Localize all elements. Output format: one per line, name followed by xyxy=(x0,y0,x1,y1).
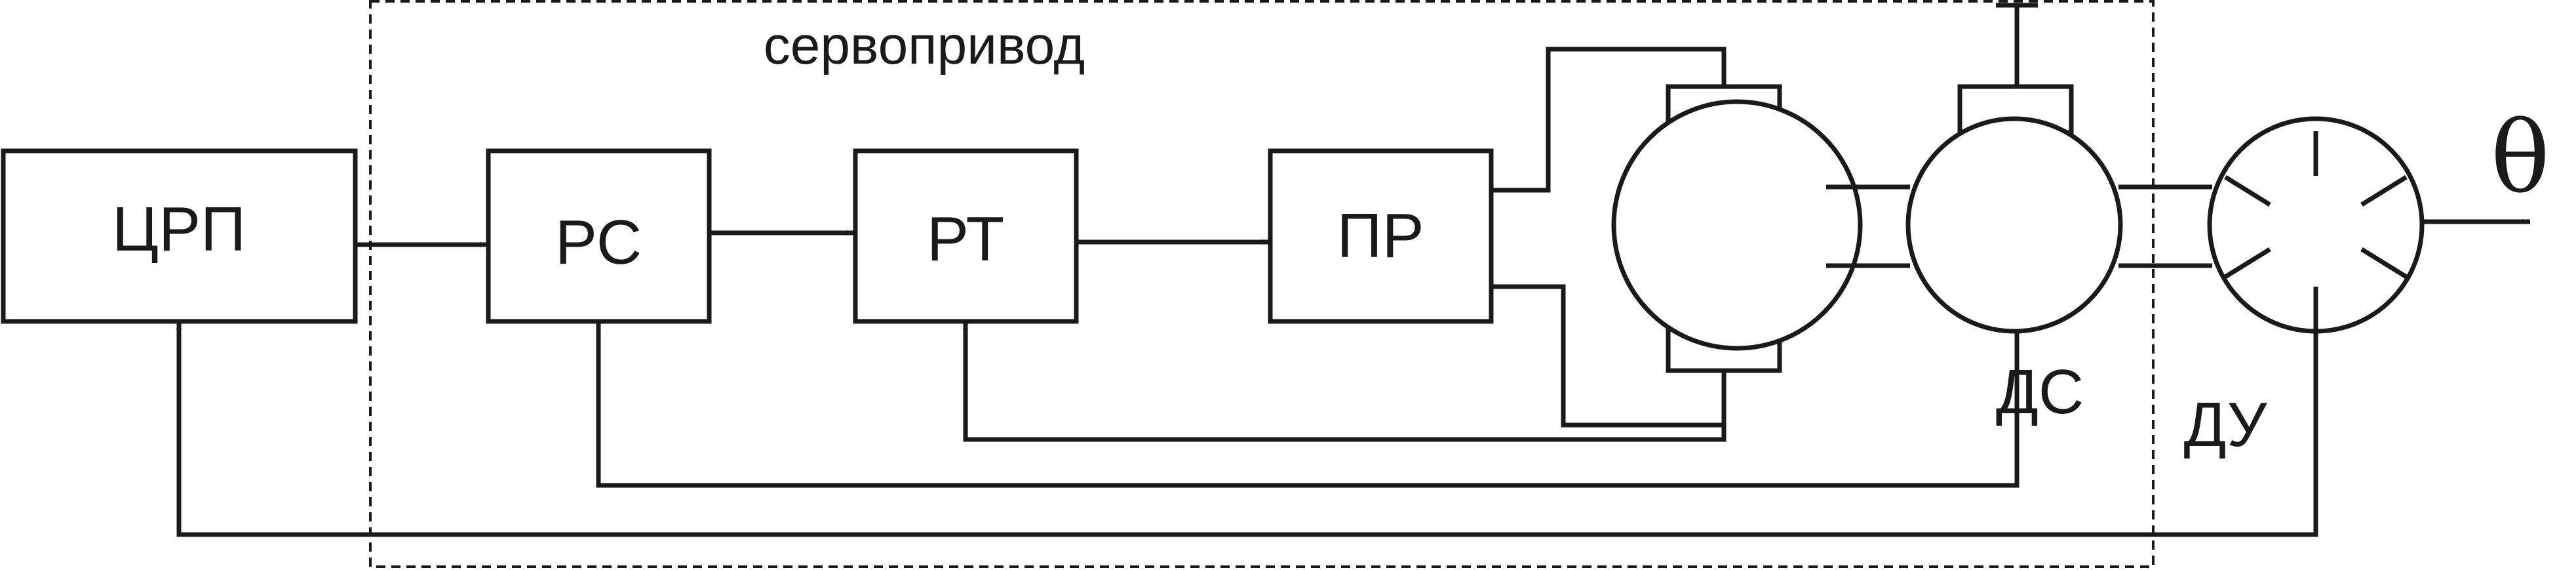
du-label: ДУ xyxy=(2183,390,2267,460)
pr-label: ПР xyxy=(1337,201,1424,271)
pr-to-motor-upper-wire xyxy=(1489,47,1727,207)
motor xyxy=(1611,84,1863,373)
servo-drive-label: сервопривод xyxy=(764,16,1085,75)
feedback-du-to-crp xyxy=(176,287,2318,537)
speed-sensor xyxy=(1905,3,2123,334)
crp-label: ЦРП xyxy=(112,194,246,264)
output-theta-label: θ xyxy=(2491,101,2550,215)
speed-sensor-circle xyxy=(1905,116,2123,334)
crp-block: ЦРП xyxy=(1,148,358,324)
pr-block: ПР xyxy=(1268,148,1494,324)
motor-circle xyxy=(1611,99,1863,351)
ds-label: ДС xyxy=(1996,357,2084,427)
rt-block: РТ xyxy=(853,148,1079,324)
feedback-motor-to-rt xyxy=(963,321,1727,442)
rs-label: РС xyxy=(555,207,642,277)
servo-drive-frame xyxy=(369,0,2155,568)
rt-label: РТ xyxy=(927,204,1004,274)
rs-block: РС xyxy=(486,148,712,324)
feedback-ds-to-rs xyxy=(596,321,2020,488)
